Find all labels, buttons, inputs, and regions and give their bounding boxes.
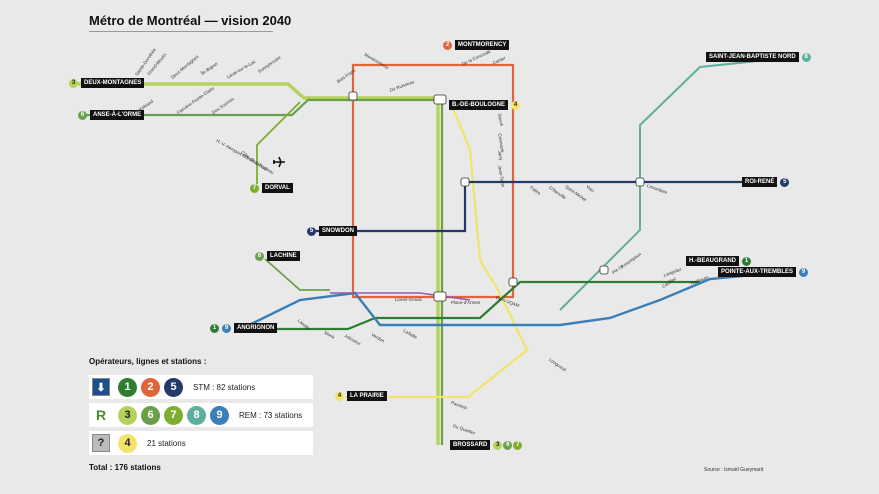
legend-line-dot: 5: [164, 377, 183, 397]
terminal-label: POINTE-AUX-TREMBLES: [718, 267, 796, 277]
map-title: Métro de Montréal — vision 2040: [89, 13, 292, 28]
terminal-lachine[interactable]: 6 LACHINE: [255, 251, 300, 261]
interchange-marker: [508, 277, 518, 287]
interchange-marker: [599, 265, 609, 275]
terminal-deux-montagnes[interactable]: 3 DEUX-MONTAGNES: [69, 78, 145, 88]
terminal-label: SAINT-JEAN-BAPTISTE NORD: [706, 52, 799, 62]
line-badge: 7: [250, 183, 259, 193]
terminal-st-jean-baptiste[interactable]: 8 SAINT-JEAN-BAPTISTE NORD: [706, 52, 811, 62]
line-4-path: [345, 104, 529, 399]
legend-line-dot: 6: [141, 405, 160, 425]
terminal-label: MONTMORENCY: [455, 40, 510, 50]
station-label[interactable]: Lionel-Groulx: [395, 297, 422, 302]
line-purple-path: [330, 292, 471, 301]
terminal-la-prairie[interactable]: 4 LA PRAIRIE: [335, 391, 387, 401]
legend-line-dot: 3: [118, 405, 137, 425]
unknown-icon: ?: [92, 434, 110, 452]
line-badge: 9: [222, 323, 231, 333]
line-badge: 6: [78, 110, 87, 120]
terminal-roi-rene[interactable]: 5 ROI-RENÉ: [742, 177, 790, 187]
line-badge: 4: [335, 391, 344, 401]
line-6-path: [86, 98, 444, 445]
terminal-label: LA PRAIRIE: [347, 391, 387, 401]
interchange-marker: [433, 291, 447, 302]
legend-line-dot: 2: [141, 377, 160, 397]
line-badge: 6: [255, 251, 264, 261]
terminal-label: H.-BEAUGRAND: [686, 256, 739, 266]
legend-line-dot: 8: [187, 405, 206, 425]
terminal-snowdon[interactable]: 5 SNOWDON: [307, 226, 357, 236]
line-8-path: [559, 56, 797, 311]
legend-row-unknown: ? 4 21 stations: [89, 431, 313, 455]
legend-line-dot: 4: [118, 433, 137, 453]
line-5-path: [312, 180, 775, 233]
legend-text: REM : 73 stations: [239, 410, 303, 420]
line-badge: 5: [780, 177, 790, 187]
total-stations: Total : 176 stations: [89, 463, 161, 472]
terminal-dorval[interactable]: 7 DORVAL: [250, 183, 293, 193]
line-2-path: [351, 63, 515, 299]
line-badge: 4: [511, 100, 520, 110]
line-9-path: [240, 269, 796, 331]
terminal-label: SNOWDON: [319, 226, 357, 236]
line-3-path: [78, 82, 440, 445]
legend-line-dot: 1: [118, 377, 137, 397]
terminal-angrignon[interactable]: 1 9 ANGRIGNON: [210, 323, 278, 333]
legend-row-rem: R 3 6 7 8 9 REM : 73 stations: [89, 403, 313, 427]
title-divider: [89, 31, 273, 32]
interchange-marker: [433, 94, 447, 105]
terminal-label: ANGRIGNON: [234, 323, 278, 333]
legend-text: STM : 82 stations: [193, 382, 256, 392]
terminal-pointe-aux-trembles[interactable]: 9 POINTE-AUX-TREMBLES: [718, 267, 808, 277]
legend-title: Opérateurs, lignes et stations :: [89, 357, 207, 366]
legend-line-dot: 7: [164, 405, 183, 425]
line-badge: 1: [210, 323, 219, 333]
line-badge: 1: [742, 256, 751, 266]
legend-row-stm: ⬇ 1 2 5 STM : 82 stations: [89, 375, 313, 399]
line-1-path: [241, 280, 700, 331]
source-credit: Source : Ismaël Gueymard: [704, 467, 764, 473]
interchange-marker: [635, 177, 645, 187]
terminal-bd-de-boulogne[interactable]: 4 B.-DE-BOULOGNE: [449, 100, 520, 110]
terminal-label: B.-DE-BOULOGNE: [449, 100, 508, 110]
interchange-marker: [348, 91, 358, 101]
terminal-label: ROI-RENÉ: [742, 177, 778, 187]
airport-icon: [273, 156, 285, 168]
terminal-montmorency[interactable]: 2 MONTMORENCY: [443, 40, 510, 50]
line-badge: 2: [443, 40, 452, 50]
legend-line-dot: 9: [210, 405, 229, 425]
terminal-label: DEUX-MONTAGNES: [81, 78, 145, 88]
line-badge-group: 3 6 7: [493, 440, 523, 450]
line-badge: 3: [69, 78, 78, 88]
rem-icon: R: [95, 407, 107, 423]
line-badge: 7: [513, 440, 523, 450]
line-6-lachine-branch: [264, 258, 330, 291]
line-badge: 5: [307, 226, 316, 236]
line-7-path: [256, 101, 301, 184]
line-badge: 6: [503, 440, 513, 450]
interchange-marker: [460, 177, 470, 187]
line-badge: 9: [799, 267, 808, 277]
terminal-label: DORVAL: [262, 183, 293, 193]
terminal-label: LACHINE: [267, 251, 300, 261]
terminal-brossard[interactable]: 3 6 7 BROSSARD: [450, 440, 523, 450]
stm-icon: ⬇: [92, 378, 110, 396]
terminal-label: BROSSARD: [450, 440, 491, 450]
interchange-markers: [348, 91, 645, 302]
terminal-anse-a-lorme[interactable]: 6 ANSE-À-L'ORME: [78, 110, 145, 120]
station-label[interactable]: Place-d'Armes: [451, 300, 481, 305]
line-badge: 3: [493, 440, 503, 450]
terminal-label: ANSE-À-L'ORME: [90, 110, 145, 120]
terminal-h-beaugrand[interactable]: 1 H.-BEAUGRAND: [686, 256, 751, 266]
line-badge: 8: [801, 52, 811, 62]
legend-text: 21 stations: [147, 438, 186, 448]
